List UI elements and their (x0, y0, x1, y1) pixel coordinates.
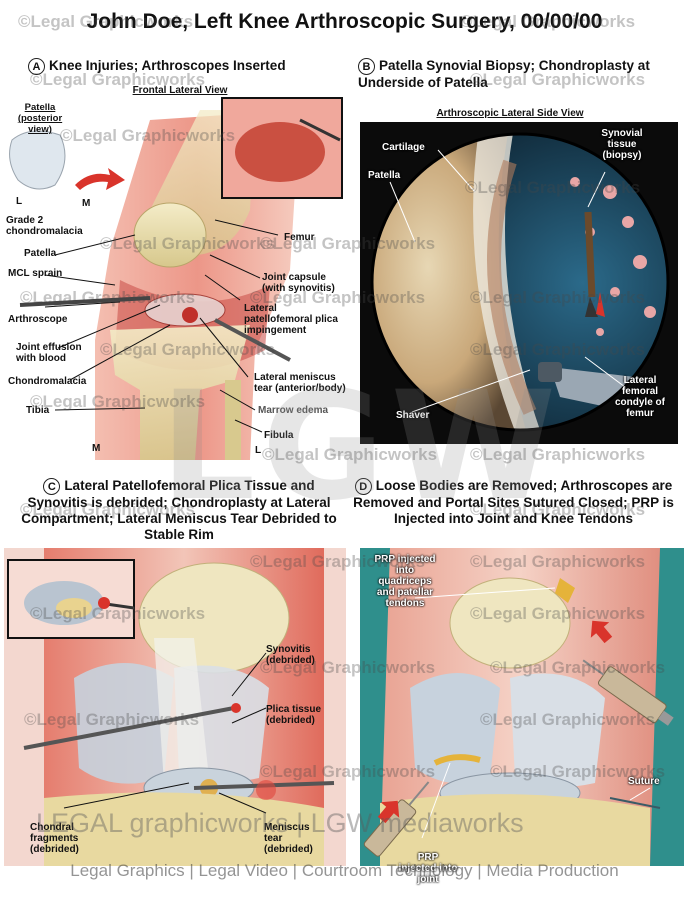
page-title: John Doe, Left Knee Arthroscopic Surgery… (86, 10, 603, 33)
label-chondral: Chondral fragments (debrided) (30, 822, 79, 855)
panel-c-letter: C (43, 478, 61, 495)
panel-c-illustration (4, 548, 346, 866)
label-synovial: Synovial tissue (biopsy) (601, 128, 643, 161)
label-arthroscope: Arthroscope (8, 314, 68, 325)
label-shaver: Shaver (396, 410, 430, 421)
label-prp-tendons: PRP injected into quadriceps and patella… (374, 554, 436, 609)
label-m: M (82, 198, 91, 209)
label-chondromalacia: Chondromalacia (8, 376, 87, 387)
footer-watermark: Legal Graphics | Legal Video | Courtroom… (70, 861, 619, 880)
label-effusion: Joint effusion with blood (16, 342, 82, 364)
panel-b-arthroscopic-view (360, 122, 678, 444)
label-patella-a: Patella (24, 248, 57, 259)
panel-b-view-label: Arthroscopic Lateral Side View (436, 108, 584, 119)
brand-watermark: LEGAL graphicworks | LGW mediaworks (36, 808, 524, 838)
patella-view-label: Patella (posterior view) (17, 102, 63, 135)
label-mcl: MCL sprain (8, 268, 63, 279)
label-marrow: Marrow edema (258, 405, 329, 416)
label-m-bottom: M (92, 443, 101, 454)
lgw-watermark: LGW (160, 360, 563, 534)
panel-b-letter: B (358, 58, 375, 75)
label-plica: Lateral patellofemoral plica impingement (244, 303, 338, 336)
label-condyle: Lateral femoral condyle of femur (614, 375, 665, 419)
panel-a-knee-illustration (9, 97, 343, 460)
label-plica-c: Plica tissue (debrided) (266, 704, 322, 726)
panel-a-view-label: Frontal Lateral View (132, 85, 228, 96)
label-cartilage: Cartilage (382, 142, 425, 153)
label-tibia: Tibia (26, 405, 50, 416)
label-meniscus-a: Lateral meniscus tear (anterior/body) (254, 372, 346, 394)
label-l-bottom: L (255, 445, 262, 456)
label-suture: Suture (628, 776, 660, 787)
panel-d-illustration (360, 548, 684, 866)
label-capsule: Joint capsule (with synovitis) (262, 272, 335, 294)
label-synovitis: Synovitis (debrided) (266, 644, 315, 666)
panel-a-letter: A (28, 58, 45, 75)
label-l: L (16, 196, 23, 207)
panel-c-title: Lateral Patellofemoral Plica Tissue and … (21, 478, 337, 542)
label-patella-b: Patella (368, 170, 401, 181)
label-fibula: Fibula (264, 430, 294, 441)
label-meniscus-c: Meniscus tear (debrided) (264, 822, 313, 855)
panel-d-title: Loose Bodies are Removed; Arthroscopes a… (353, 478, 674, 526)
label-grade2: Grade 2 chondromalacia (6, 215, 83, 237)
label-femur: Femur (284, 232, 315, 243)
panel-b-title: Patella Synovial Biopsy; Chondroplasty a… (358, 58, 650, 90)
panel-a-title: Knee Injuries; Arthroscopes Inserted (49, 58, 286, 74)
label-prp-joint: PRP injected into joint (398, 852, 458, 885)
